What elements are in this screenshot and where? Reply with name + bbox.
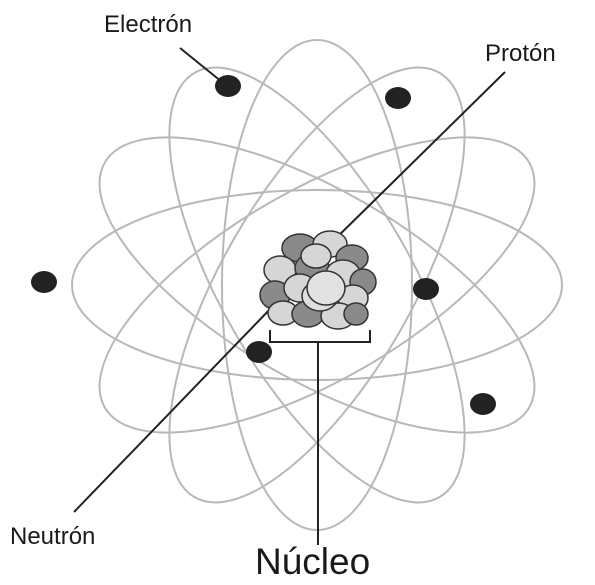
electron — [215, 75, 241, 97]
electron — [31, 271, 57, 293]
neutron-particle — [344, 303, 368, 325]
electron — [246, 341, 272, 363]
proton-label: Protón — [485, 42, 556, 66]
proton-particle — [301, 244, 331, 268]
proton-particle — [307, 271, 345, 305]
electron-label: Electrón — [104, 13, 192, 37]
electron — [470, 393, 496, 415]
nucleus-bracket — [270, 330, 370, 342]
electron — [385, 87, 411, 109]
neutron-leader-line — [74, 305, 274, 512]
nucleus — [260, 231, 376, 329]
nucleus-label: Núcleo — [255, 543, 370, 580]
proton-leader-line — [326, 72, 505, 248]
electron-leader-line — [180, 48, 222, 82]
electron — [413, 278, 439, 300]
neutron-label: Neutrón — [10, 525, 95, 549]
